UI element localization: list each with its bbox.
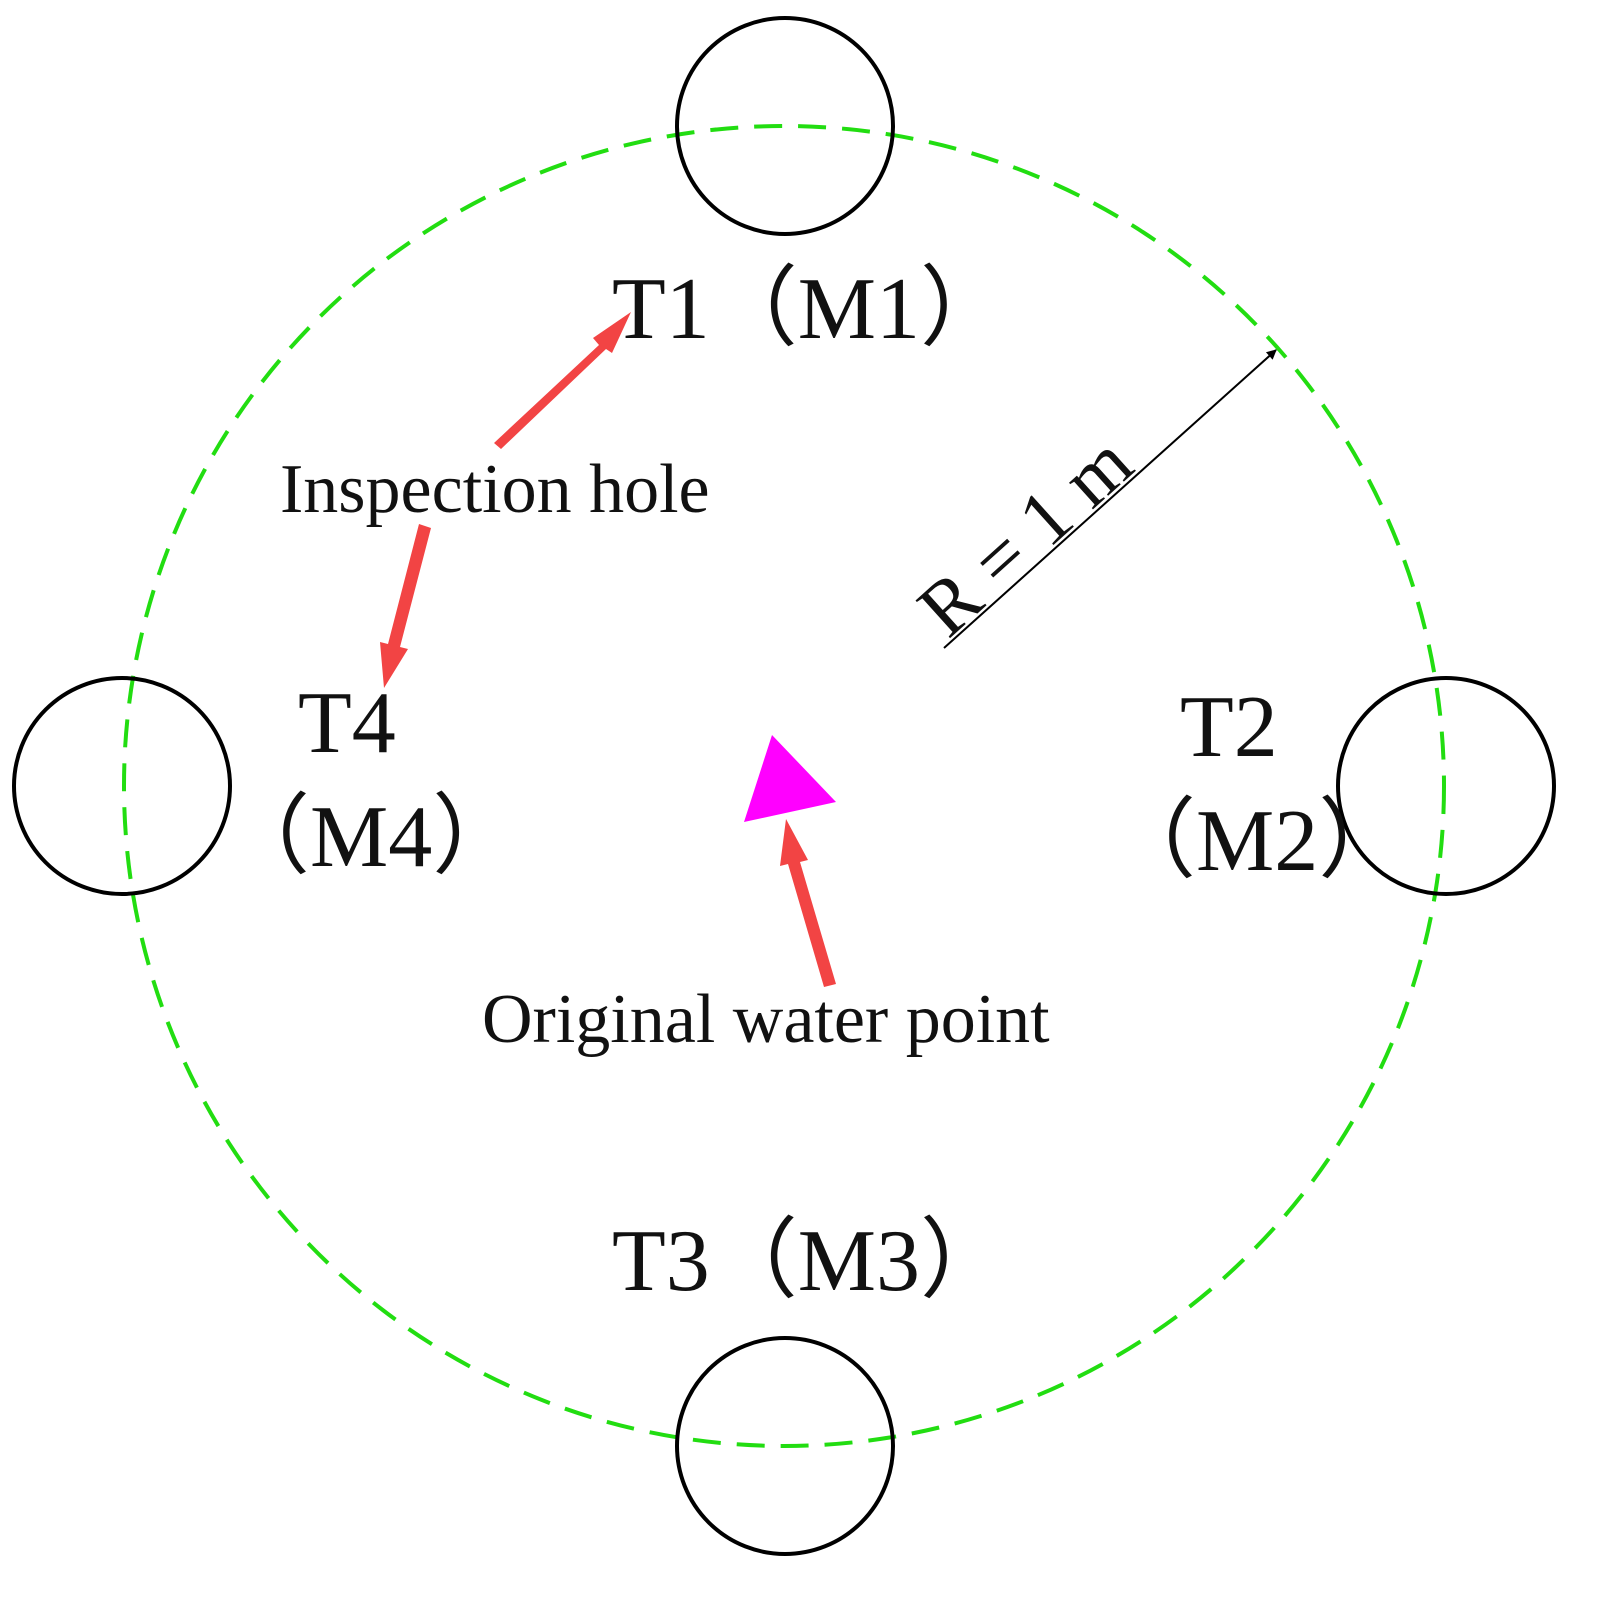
label-inspection-hole: Inspection hole	[280, 451, 710, 528]
label-t2: T2	[1180, 679, 1278, 776]
label-t3-m3: T3（M3）	[612, 1213, 1008, 1310]
hole-t2	[1336, 676, 1556, 896]
hole-t4	[12, 676, 232, 896]
water-point-marker-icon	[744, 735, 836, 822]
radius-dimension-line	[943, 349, 1277, 649]
radius-label: R = 1 m	[901, 418, 1148, 653]
label-m2: （M2）	[1108, 793, 1406, 890]
pointer-arrow-to-t1	[494, 312, 631, 449]
pointer-arrow-to-t4	[380, 524, 431, 688]
label-t4: T4	[298, 675, 396, 772]
label-original-water-point: Original water point	[482, 981, 1050, 1058]
hole-t1	[675, 16, 895, 236]
radius-dashed-circle	[122, 124, 1446, 1448]
label-m4: （M4）	[222, 789, 520, 886]
hole-t3	[675, 1336, 895, 1556]
label-t1-m1: T1（M1）	[612, 261, 1008, 358]
pointer-arrow-to-water-point	[780, 819, 836, 987]
